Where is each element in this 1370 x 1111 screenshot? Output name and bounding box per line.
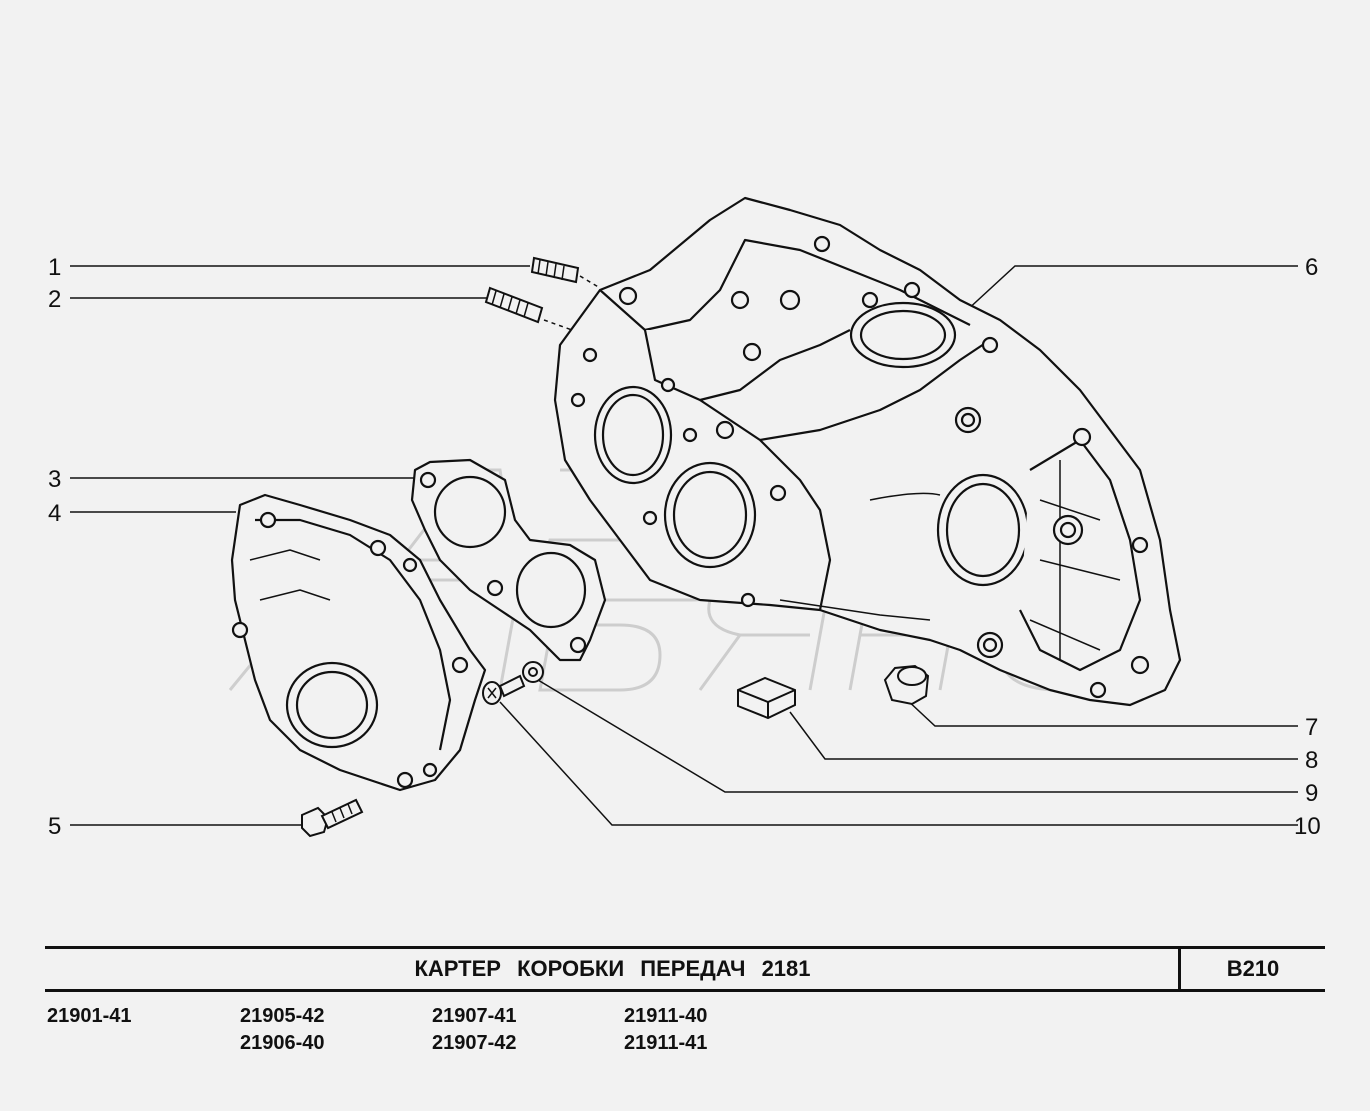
washer: [522, 661, 544, 683]
callout-1: 1: [48, 254, 62, 281]
magnet: [737, 676, 796, 720]
diagram-title: КАРТЕР КОРОБКИ ПЕРЕДАЧ 2181: [414, 956, 811, 981]
callout-5: 5: [48, 813, 62, 840]
callout-6: 6: [1305, 254, 1319, 281]
parts-diagram: [70, 196, 1298, 838]
leader-lines: [70, 265, 1298, 826]
callout-4: 4: [48, 500, 62, 527]
callout-2: 2: [48, 286, 62, 313]
model-number: 21905-42: [240, 1005, 325, 1027]
model-number: 21907-42: [432, 1032, 517, 1054]
title-block: КАРТЕР КОРОБКИ ПЕРЕДАЧ 2181 B210: [45, 946, 1325, 992]
model-number: 21906-40: [240, 1032, 325, 1054]
model-number: 21907-41: [432, 1005, 517, 1027]
title-divider: [1178, 949, 1181, 989]
callout-9: 9: [1305, 780, 1319, 807]
model-number: 21911-40: [624, 1005, 708, 1027]
bolt-5: [301, 798, 364, 838]
gearbox-housing: [553, 196, 1182, 707]
model-number: 21901-41: [47, 1005, 132, 1027]
diagram-code: B210: [1226, 956, 1280, 981]
callout-3: 3: [48, 466, 62, 493]
model-number: 21911-41: [624, 1032, 708, 1054]
callout-10: 10: [1294, 813, 1321, 840]
callout-8: 8: [1305, 747, 1319, 774]
stud-1: [530, 256, 601, 289]
callout-7: 7: [1305, 714, 1319, 741]
stud-2: [484, 286, 573, 331]
gasket: [410, 458, 607, 662]
screw: [482, 674, 526, 705]
housing-cover: [230, 493, 487, 792]
drain-plug: [883, 664, 930, 706]
